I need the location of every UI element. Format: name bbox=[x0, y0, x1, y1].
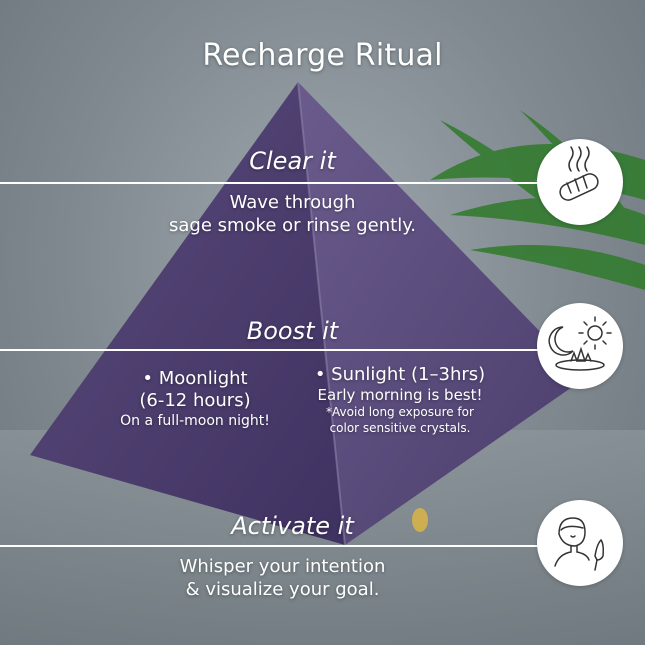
clear-divider bbox=[0, 182, 540, 184]
moon-sun-crystal-icon bbox=[537, 303, 623, 389]
activate-heading: Activate it bbox=[231, 512, 354, 540]
woman-praying-icon bbox=[537, 500, 623, 586]
clear-line-2: sage smoke or rinse gently. bbox=[168, 215, 417, 236]
activate-line-2: & visualize your goal. bbox=[185, 579, 380, 600]
clear-line-1: Wave through bbox=[229, 192, 356, 213]
page-title: Recharge Ritual bbox=[202, 38, 443, 73]
moonlight-duration: (6-12 hours) bbox=[139, 390, 251, 411]
activate-divider bbox=[0, 545, 540, 547]
sunlight-title: • Sunlight (1–3hrs) bbox=[314, 364, 486, 385]
sunlight-caution-1: *Avoid long exposure for bbox=[326, 405, 474, 419]
pyramid bbox=[30, 81, 585, 546]
activate-line-1: Whisper your intention bbox=[179, 556, 386, 577]
sunlight-note: Early morning is best! bbox=[317, 386, 483, 404]
boost-divider bbox=[0, 349, 540, 351]
sage-smudge-icon bbox=[537, 139, 623, 225]
sunlight-caution-2: color sensitive crystals. bbox=[329, 421, 471, 435]
boost-heading: Boost it bbox=[246, 317, 339, 345]
moonlight-note: On a full-moon night! bbox=[120, 413, 270, 429]
moonlight-title: • Moonlight bbox=[142, 368, 248, 389]
clear-heading: Clear it bbox=[249, 147, 336, 175]
